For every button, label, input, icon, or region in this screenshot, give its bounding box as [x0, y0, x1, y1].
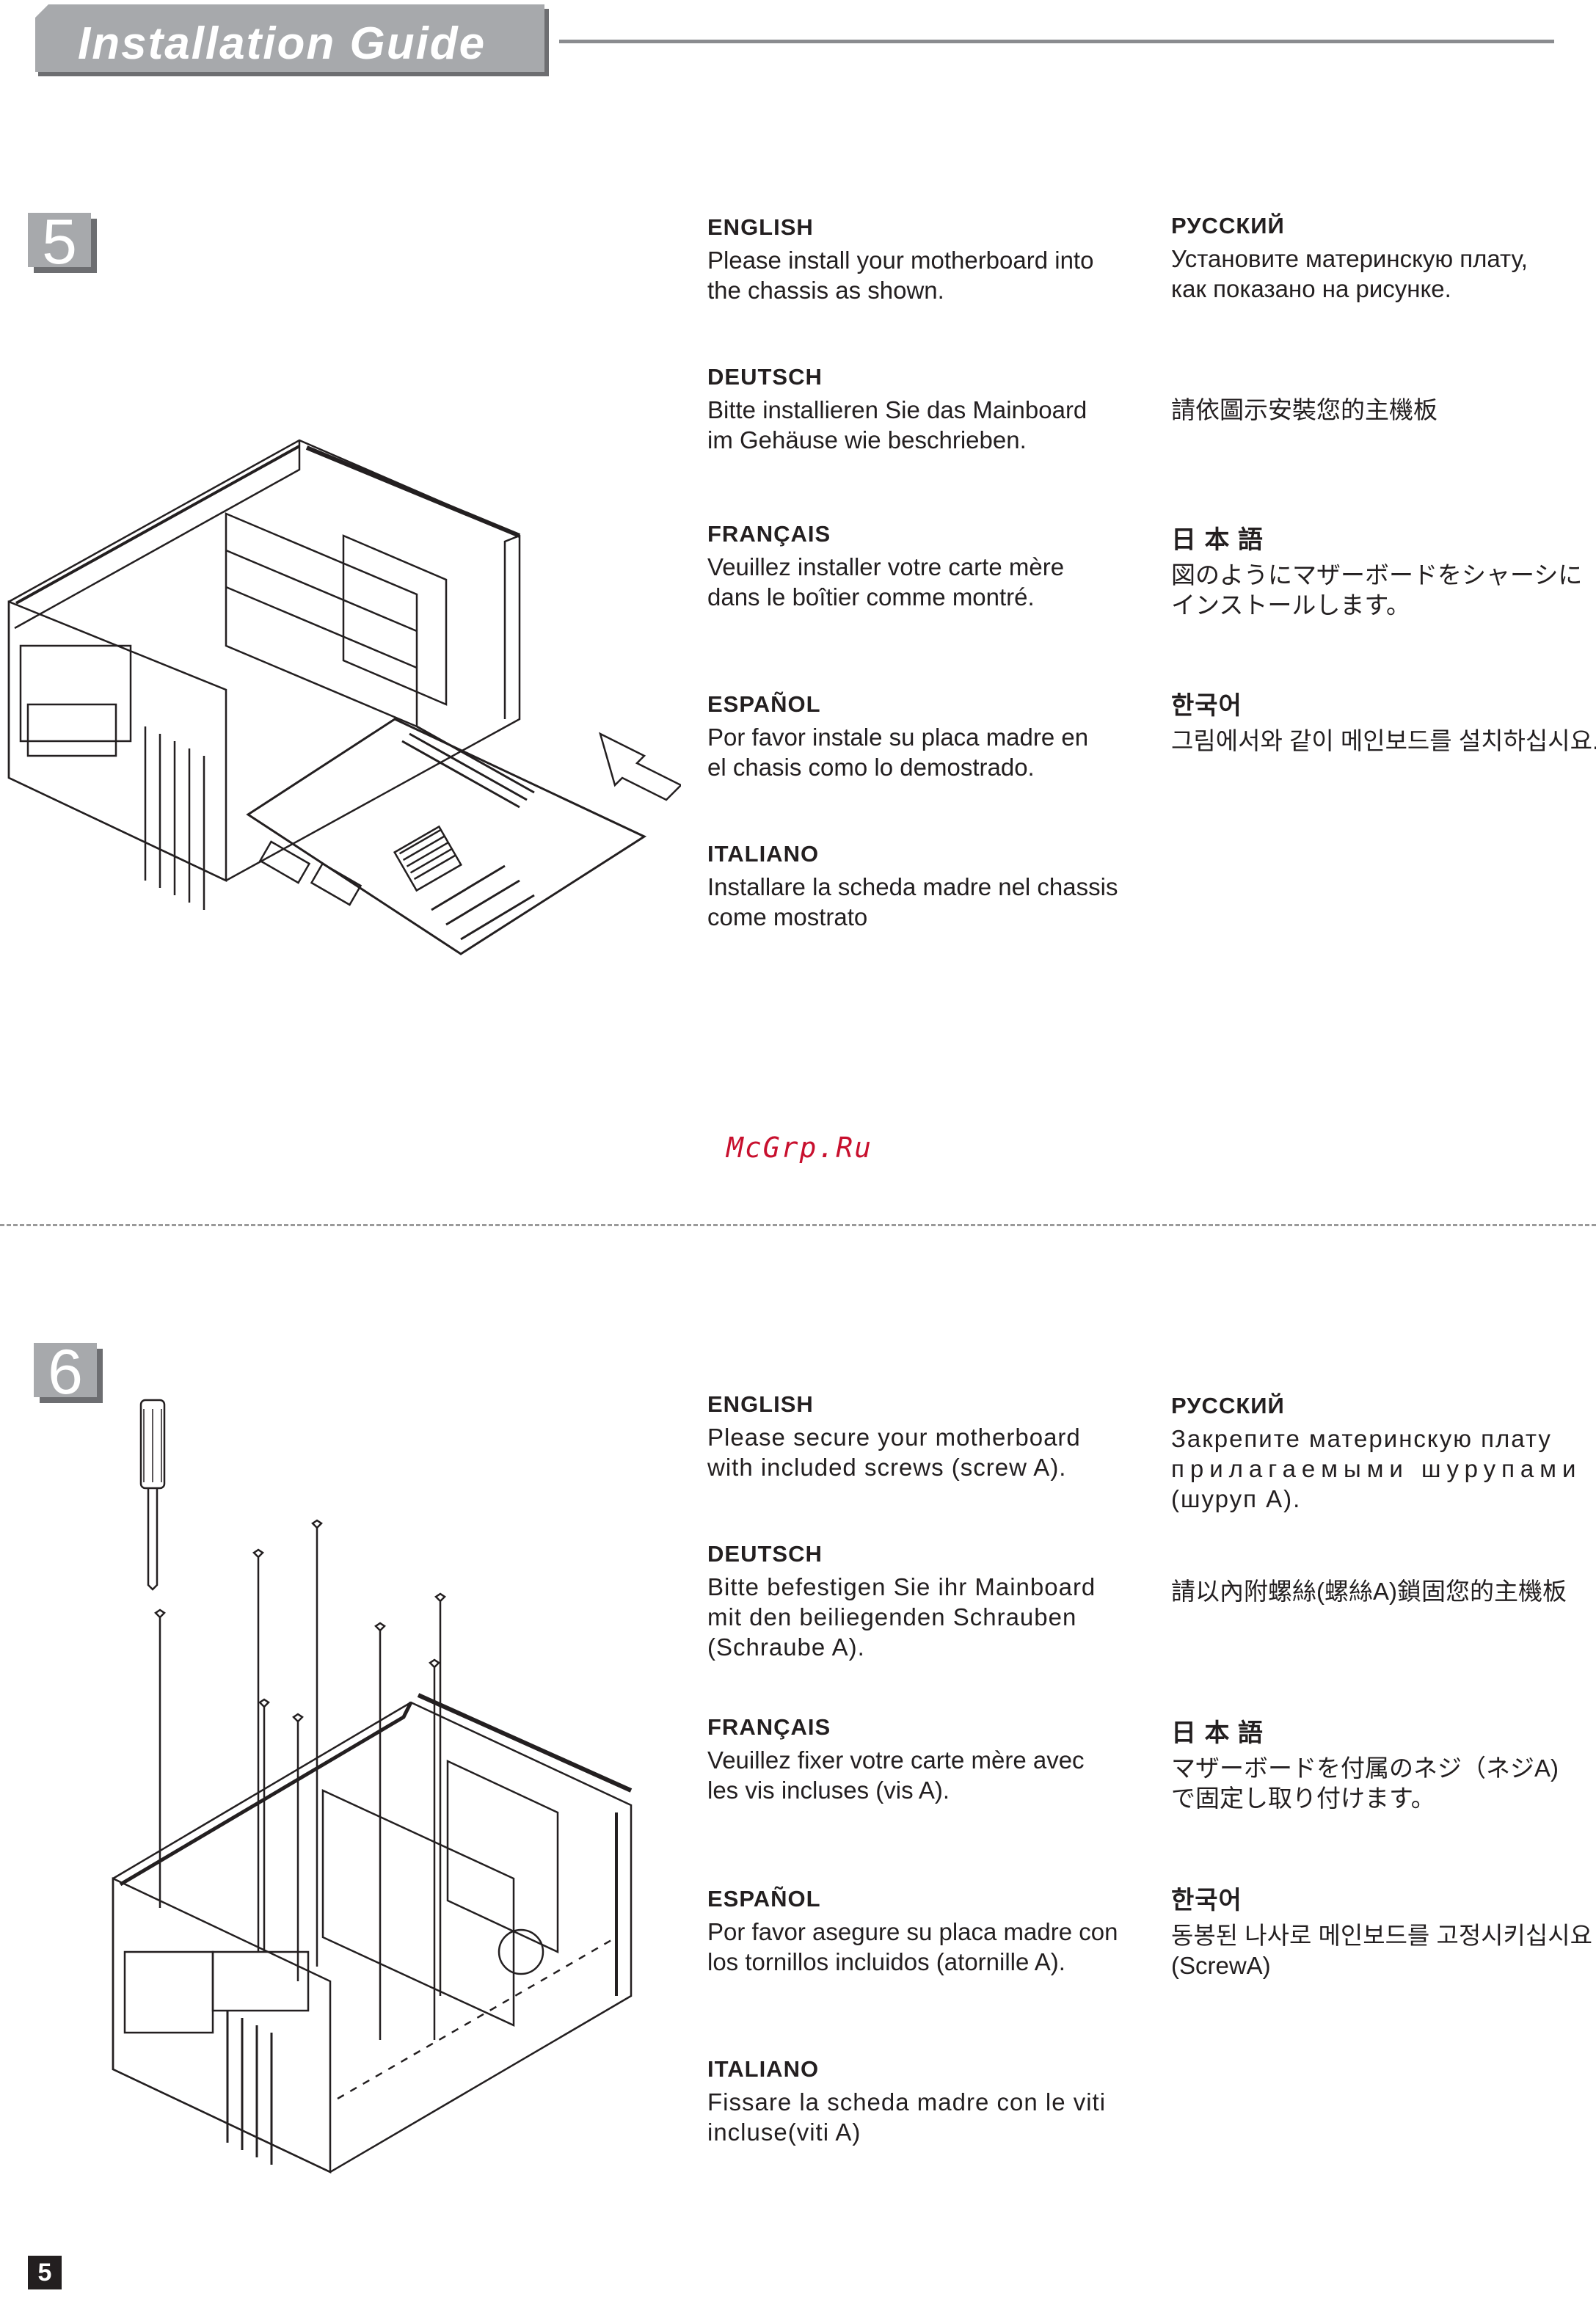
text-line: прилагаемыми шурупами: [1171, 1455, 1582, 1482]
header-rule: [559, 40, 1554, 43]
screw-install-illustration: [112, 1399, 633, 2174]
step-5-number: 5: [28, 211, 91, 274]
lang-heading: РУССКИЙ: [1171, 213, 1285, 238]
step6-francais: FRANÇAIS Veuillez fixer votre carte mère…: [707, 1714, 1148, 1805]
text-line: (Schraube A).: [707, 1633, 865, 1661]
lang-heading: ENGLISH: [707, 214, 814, 240]
screw-icons: [154, 1519, 446, 2040]
step5-korean: 한국어 그림에서와 같이 메인보드를 설치하십시요.: [1171, 685, 1596, 756]
text-line: Installare la scheda madre nel chassis: [707, 873, 1118, 900]
text-line: Установите материнскую плату,: [1171, 245, 1528, 272]
text-line: Veuillez fixer votre carte mère avec: [707, 1746, 1085, 1774]
text-line: Закрепите материнскую плату: [1171, 1425, 1552, 1452]
step-6-number-box: 6: [34, 1341, 103, 1404]
text-line: los tornillos incluidos (atornille A).: [707, 1948, 1065, 1975]
step-6-number: 6: [34, 1341, 97, 1404]
lang-heading: 日 本 語: [1171, 526, 1264, 554]
text-line: Bitte installieren Sie das Mainboard: [707, 396, 1087, 423]
step6-english: ENGLISH Please secure your motherboard wi…: [707, 1391, 1148, 1482]
lang-heading: ITALIANO: [707, 841, 820, 867]
step6-deutsch: DEUTSCH Bitte befestigen Sie ihr Mainboa…: [707, 1541, 1148, 1662]
text-line: the chassis as shown.: [707, 277, 944, 304]
text-line: Por favor asegure su placa madre con: [707, 1918, 1118, 1945]
text-line: Fissare la scheda madre con le viti: [707, 2088, 1107, 2116]
text-line: mit den beiliegenden Schrauben: [707, 1603, 1077, 1631]
text-line: el chasis como lo demostrado.: [707, 754, 1035, 781]
step5-japanese: 日 本 語 図のようにマザーボードをシャーシにインストールします。: [1171, 520, 1596, 620]
section-divider: [0, 1224, 1596, 1226]
step6-espanol: ESPAÑOL Por favor asegure su placa madre…: [707, 1886, 1148, 1977]
text-line: come mostrato: [707, 903, 868, 930]
step5-francais: FRANÇAIS Veuillez installer votre carte …: [707, 521, 1148, 612]
step5-russian: РУССКИЙ Установите материнскую плату, как…: [1171, 213, 1596, 304]
lang-heading: 日 本 語: [1171, 1719, 1264, 1747]
text-line: incluse(viti A): [707, 2118, 861, 2146]
text-line: with included screws (screw A).: [707, 1454, 1067, 1481]
lang-heading: ESPAÑOL: [707, 1886, 821, 1912]
step5-english: ENGLISH Please install your motherboard …: [707, 214, 1148, 305]
text-line: 請以內附螺絲(螺絲A)鎖固您的主機板: [1171, 1578, 1567, 1605]
lang-heading: FRANÇAIS: [707, 521, 831, 547]
text-line: マザーボードを付属のネジ（ネジA): [1171, 1755, 1559, 1782]
lang-heading: ESPAÑOL: [707, 691, 821, 717]
header-tab: Installation Guide: [35, 3, 553, 79]
lang-heading: ENGLISH: [707, 1391, 814, 1417]
page-title: Installation Guide: [78, 18, 487, 69]
text-line: で固定し取り付けます。: [1171, 1785, 1435, 1812]
step5-deutsch: DEUTSCH Bitte installieren Sie das Mainb…: [707, 364, 1148, 455]
page-number: 5: [28, 2256, 62, 2289]
text-line: Bitte befestigen Sie ihr Mainboard: [707, 1573, 1096, 1600]
lang-heading: 한국어: [1171, 692, 1242, 720]
step5-espanol: ESPAÑOL Por favor instale su placa madre…: [707, 691, 1148, 782]
text-line: Please install your motherboard into: [707, 247, 1094, 274]
text-line: Veuillez installer votre carte mère: [707, 553, 1065, 580]
step6-korean: 한국어 동봉된 나사로 메인보드를 고정시키십시요 (ScrewA): [1171, 1880, 1596, 1981]
lang-heading: ITALIANO: [707, 2056, 820, 2082]
text-line: Por favor instale su placa madre en: [707, 724, 1089, 751]
step-5-number-box: 5: [28, 211, 97, 274]
text-line: dans le boîtier comme montré.: [707, 583, 1035, 611]
lang-heading: FRANÇAIS: [707, 1714, 831, 1740]
step5-italiano: ITALIANO Installare la scheda madre nel …: [707, 841, 1148, 932]
watermark: McGrp.Ru: [726, 1132, 873, 1164]
step6-italiano: ITALIANO Fissare la scheda madre con le …: [707, 2056, 1148, 2147]
text-line: 請依圖示安裝您的主機板: [1171, 396, 1438, 423]
text-line: как показано на рисунке.: [1171, 275, 1451, 302]
text-line: les vis incluses (vis A).: [707, 1777, 950, 1804]
text-line: 동봉된 나사로 메인보드를 고정시키십시요: [1171, 1922, 1592, 1949]
step6-russian: РУССКИЙ Закрепите материнскую плату прила…: [1171, 1393, 1596, 1514]
lang-heading: DEUTSCH: [707, 1541, 823, 1567]
text-line: インストールします。: [1171, 591, 1411, 619]
text-line: im Gehäuse wie beschrieben.: [707, 426, 1027, 453]
lang-heading: DEUTSCH: [707, 364, 823, 390]
text-line: Please secure your motherboard: [707, 1424, 1081, 1451]
step6-chinese: 請以內附螺絲(螺絲A)鎖固您的主機板: [1171, 1576, 1596, 1606]
screwdriver-handle: [139, 1399, 166, 1490]
text-line: (ScrewA): [1171, 1952, 1271, 1979]
motherboard-install-illustration: [7, 439, 681, 955]
step5-chinese: 請依圖示安裝您的主機板: [1171, 395, 1596, 425]
text-line: 그림에서와 같이 메인보드를 설치하십시요.: [1171, 727, 1596, 754]
text-line: (шуруп A).: [1171, 1485, 1302, 1512]
step6-japanese: 日 本 語 マザーボードを付属のネジ（ネジA) で固定し取り付けます。: [1171, 1713, 1596, 1813]
lang-heading: РУССКИЙ: [1171, 1393, 1285, 1418]
header-tab-shape: [35, 4, 549, 76]
lang-heading: 한국어: [1171, 1887, 1242, 1914]
text-line: 図のようにマザーボードをシャーシに: [1171, 561, 1583, 589]
